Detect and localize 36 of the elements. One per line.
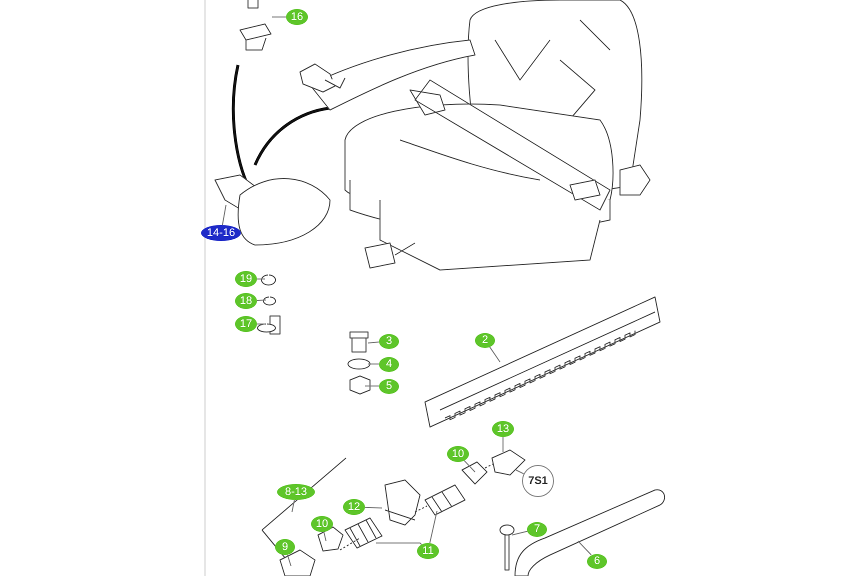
leader-line — [429, 510, 438, 544]
leader-line — [368, 341, 380, 344]
callout-number: 18 — [235, 293, 257, 309]
callout-number: 10 — [311, 516, 333, 532]
callout-number: 3 — [379, 334, 399, 348]
callout-number: 6 — [587, 554, 607, 568]
callout-number: 7 — [527, 522, 547, 536]
leader-line — [286, 554, 292, 566]
callout-number: 19 — [235, 271, 257, 287]
leader-line — [272, 16, 286, 18]
callout-number: 9 — [275, 539, 295, 555]
callout-number: 12 — [343, 499, 365, 515]
leader-line — [376, 542, 422, 546]
leader-line — [222, 204, 226, 226]
callout-number: 13 — [492, 421, 514, 437]
callout-number: 14-16 — [201, 225, 241, 241]
leader-line — [256, 278, 266, 280]
callout-number: 17 — [235, 316, 257, 332]
leader-line — [512, 530, 528, 536]
callout-number: 5 — [379, 378, 399, 394]
leader-line — [489, 346, 500, 362]
leader-line — [516, 470, 524, 474]
leader-line — [364, 506, 382, 508]
callout-number: 2 — [475, 332, 495, 348]
circuit-callout: 7S1 — [522, 465, 554, 497]
callout-number: 8-13 — [277, 484, 315, 500]
leader-line — [256, 300, 266, 301]
callout-number: 4 — [379, 356, 399, 372]
callout-number: 11 — [417, 543, 439, 559]
leader-line — [323, 531, 326, 542]
callout-number: 10 — [447, 446, 469, 462]
leader-line — [292, 499, 295, 512]
leader-line — [578, 540, 592, 556]
leader-line — [502, 436, 504, 452]
callout-number: 16 — [286, 9, 308, 25]
leader-line — [464, 460, 476, 472]
